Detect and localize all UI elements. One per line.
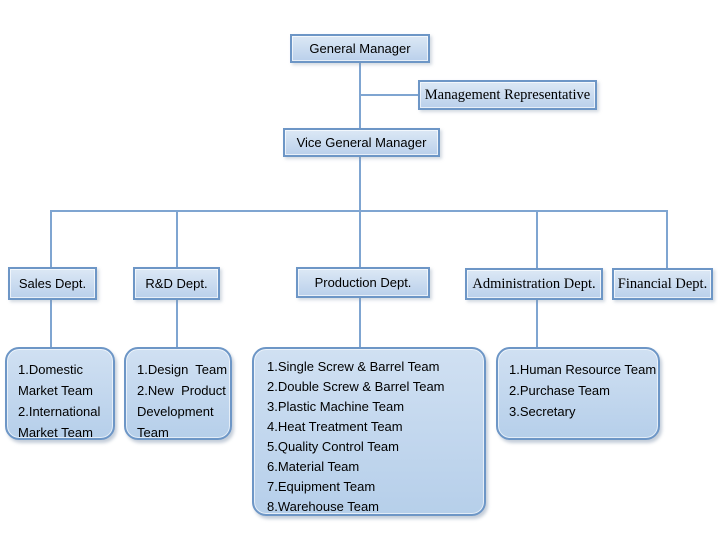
node-financial-dept: Financial Dept. [612, 268, 713, 300]
connector-vgm-down [359, 157, 361, 212]
connector-rnd-to-teams [176, 299, 178, 347]
node-general-manager: General Manager [290, 34, 430, 63]
teambox-sales: 1.Domestic Market Team 2.International M… [5, 347, 115, 440]
team-line: 3.Plastic Machine Team [267, 399, 405, 414]
connector-to-management-representative [359, 94, 419, 96]
node-sales-dept: Sales Dept. [8, 267, 97, 300]
connector-to-production-dept [359, 210, 361, 268]
team-line: 8.Warehouse Team [267, 499, 380, 514]
node-rnd-dept: R&D Dept. [133, 267, 220, 300]
team-line: Development [137, 404, 214, 419]
team-line: 5.Quality Control Team [267, 439, 399, 454]
team-line: 4.Heat Treatment Team [267, 419, 403, 434]
node-sales-dept-label: Sales Dept. [18, 276, 87, 291]
node-financial-dept-label: Financial Dept. [617, 275, 708, 292]
teambox-administration: 1.Human Resource Team 2.Purchase Team 3.… [496, 347, 660, 440]
team-line: 1.Single Screw & Barrel Team [267, 359, 440, 374]
node-production-dept-label: Production Dept. [314, 275, 412, 290]
node-management-representative: Management Representative [418, 80, 597, 110]
connector-production-to-teams [359, 297, 361, 348]
team-line: 6.Material Team [267, 459, 360, 474]
team-line: 2.Purchase Team [509, 383, 610, 398]
team-line: 2.New Product [137, 383, 226, 398]
node-rnd-dept-label: R&D Dept. [145, 276, 208, 291]
teambox-production: 1.Single Screw & Barrel Team 2.Double Sc… [252, 347, 486, 516]
connector-to-sales-dept [50, 210, 52, 268]
node-vice-general-manager: Vice General Manager [283, 128, 440, 157]
connector-sales-to-teams [50, 299, 52, 347]
team-line: 2.Double Screw & Barrel Team [267, 379, 445, 394]
team-line: Market Team [18, 383, 93, 398]
team-line: 2.International [18, 404, 101, 419]
node-management-representative-label: Management Representative [424, 86, 591, 103]
node-administration-dept: Administration Dept. [465, 268, 603, 300]
connector-gm-to-vgm [359, 63, 361, 129]
node-vice-general-manager-label: Vice General Manager [296, 135, 427, 150]
team-line: Team [137, 425, 169, 440]
team-line: Market Team [18, 425, 93, 440]
node-administration-dept-label: Administration Dept. [472, 275, 596, 292]
connector-to-rnd-dept [176, 210, 178, 268]
teambox-rnd: 1.Design Team 2.New Product Development … [124, 347, 232, 440]
connector-to-administration-dept [536, 210, 538, 269]
connector-administration-to-teams [536, 299, 538, 348]
node-production-dept: Production Dept. [296, 267, 430, 298]
team-line: 1.Human Resource Team [509, 362, 657, 377]
connector-to-financial-dept [666, 210, 668, 269]
team-line: 3.Secretary [509, 404, 576, 419]
team-line: 1.Domestic [18, 362, 84, 377]
team-line: 1.Design Team [137, 362, 228, 377]
node-general-manager-label: General Manager [309, 41, 411, 56]
team-line: 7.Equipment Team [267, 479, 376, 494]
